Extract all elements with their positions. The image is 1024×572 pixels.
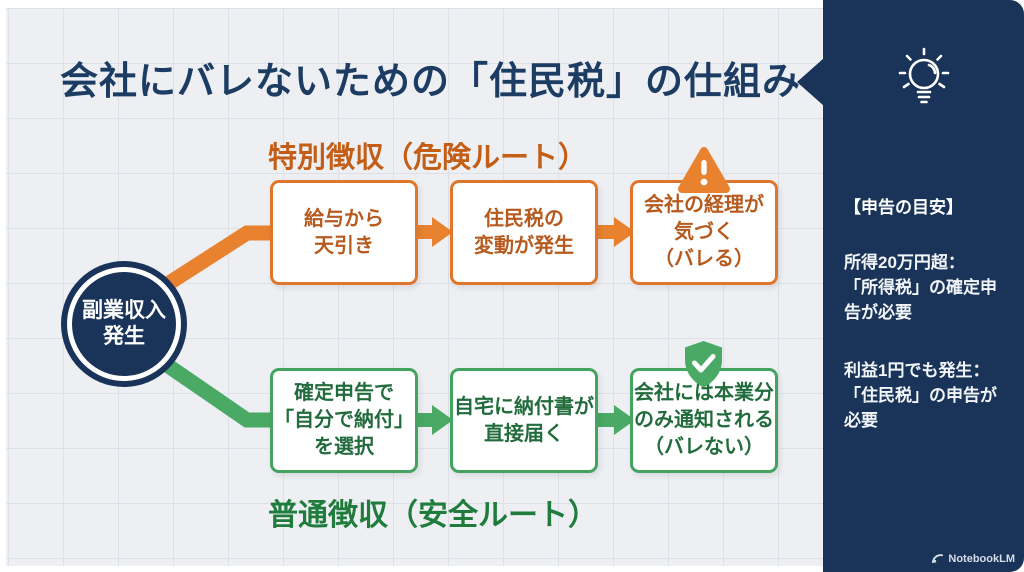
note-line: 必要 bbox=[844, 411, 878, 430]
start-node-side-income: 副業収入 発生 bbox=[61, 261, 187, 387]
start-node-label-line2: 発生 bbox=[103, 325, 145, 348]
ordinary-step-2: 自宅に納付書が 直接届く bbox=[450, 368, 598, 473]
sidebar-heading: 【申告の目安】 bbox=[844, 198, 963, 217]
note-line: 「所得税」の確定申 bbox=[844, 278, 997, 297]
start-node-inner: 副業収入 発生 bbox=[67, 267, 181, 381]
notebooklm-logo-icon bbox=[932, 554, 944, 564]
grid-background bbox=[6, 8, 823, 566]
warning-icon bbox=[678, 147, 730, 193]
step-text: 直接届く bbox=[484, 422, 564, 445]
start-node-label-line1: 副業収入 bbox=[82, 299, 166, 322]
lightbulb-icon bbox=[898, 47, 950, 104]
sidebar-note-income-tax: 所得20万円超： 「所得税」の確定申 告が必要 bbox=[844, 250, 997, 325]
step-text: 天引き bbox=[314, 234, 374, 257]
step-text: 会社の経理が bbox=[644, 194, 764, 216]
notebooklm-brand: NotebookLM bbox=[931, 552, 1015, 565]
info-sidebar: 【申告の目安】 所得20万円超： 「所得税」の確定申 告が必要 利益1円でも発生… bbox=[823, 0, 1024, 572]
step-text: 会社には本業分 bbox=[634, 382, 774, 404]
note-line: 「住民税」の申告が bbox=[844, 386, 997, 405]
step-text: を選択 bbox=[314, 436, 374, 458]
sidebar-note-resident-tax: 利益1円でも発生： 「住民税」の申告が 必要 bbox=[844, 358, 997, 433]
special-step-1: 給与から 天引き bbox=[270, 180, 418, 285]
step-text: 気づく bbox=[674, 221, 734, 243]
step-text: 確定申告で bbox=[294, 382, 394, 404]
step-text: のみ通知される bbox=[634, 409, 774, 431]
step-text: 給与から bbox=[304, 207, 384, 230]
note-line: 利益1円でも発生： bbox=[844, 361, 990, 380]
special-step-2: 住民税の 変動が発生 bbox=[450, 180, 598, 285]
note-line: 所得20万円超： bbox=[844, 253, 965, 272]
ordinary-route-label: 普通徴収（安全ルート） bbox=[268, 499, 598, 532]
page-title: 会社にバレないための「住民税」の仕組み bbox=[60, 61, 802, 103]
step-text: 自宅に納付書が bbox=[454, 395, 594, 418]
special-route-label: 特別徴収（危険ルート） bbox=[268, 142, 588, 174]
step-text: 「自分で納付」 bbox=[274, 409, 414, 431]
step-text: 変動が発生 bbox=[474, 234, 574, 257]
ordinary-step-1: 確定申告で 「自分で納付」 を選択 bbox=[270, 368, 418, 473]
shield-check-icon bbox=[685, 341, 722, 388]
step-text: 住民税の bbox=[484, 207, 564, 230]
step-text: （バレる） bbox=[654, 248, 754, 270]
note-line: 告が必要 bbox=[844, 303, 912, 322]
sidebar-pointer-notch bbox=[797, 58, 824, 106]
brand-label: NotebookLM bbox=[948, 552, 1015, 565]
step-text: （バレない） bbox=[644, 436, 764, 458]
